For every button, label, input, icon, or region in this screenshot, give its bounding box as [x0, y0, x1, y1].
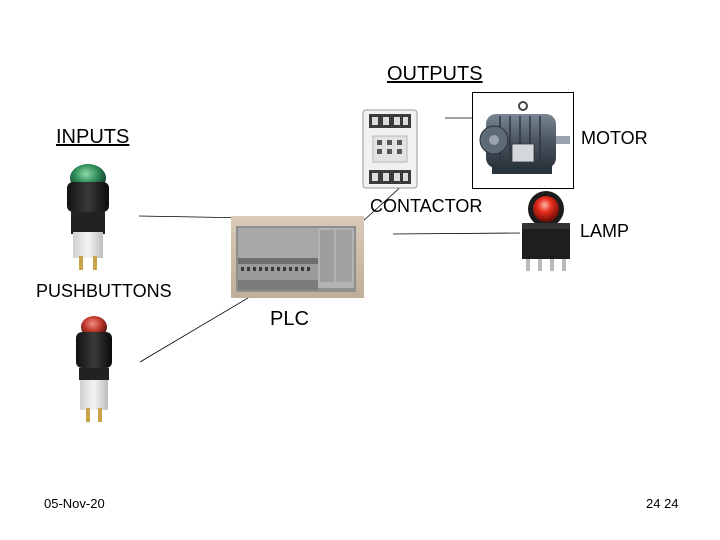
plc-unit-icon [231, 216, 364, 298]
outputs-label: OUTPUTS [387, 63, 483, 85]
plc-label: PLC [270, 308, 309, 330]
indicator-lamp-icon [512, 189, 578, 273]
footer-date: 05-Nov-20 [44, 496, 105, 511]
inputs-label: INPUTS [56, 126, 130, 148]
contactor-label: CONTACTOR [370, 196, 483, 216]
lamp-label: LAMP [580, 221, 630, 241]
pushbuttons-label: PUSHBUTTONS [36, 281, 172, 301]
pushbutton-red-icon [66, 312, 122, 424]
pushbutton-green-icon [58, 160, 118, 272]
contactor-icon [361, 108, 419, 190]
wire-plc-to-lamp [392, 232, 521, 235]
motor-label: MOTOR [581, 128, 648, 148]
motor-icon [472, 92, 574, 189]
footer-page-number: 24 24 [646, 496, 679, 511]
wire-red-pushbutton-to-plc [139, 291, 259, 363]
